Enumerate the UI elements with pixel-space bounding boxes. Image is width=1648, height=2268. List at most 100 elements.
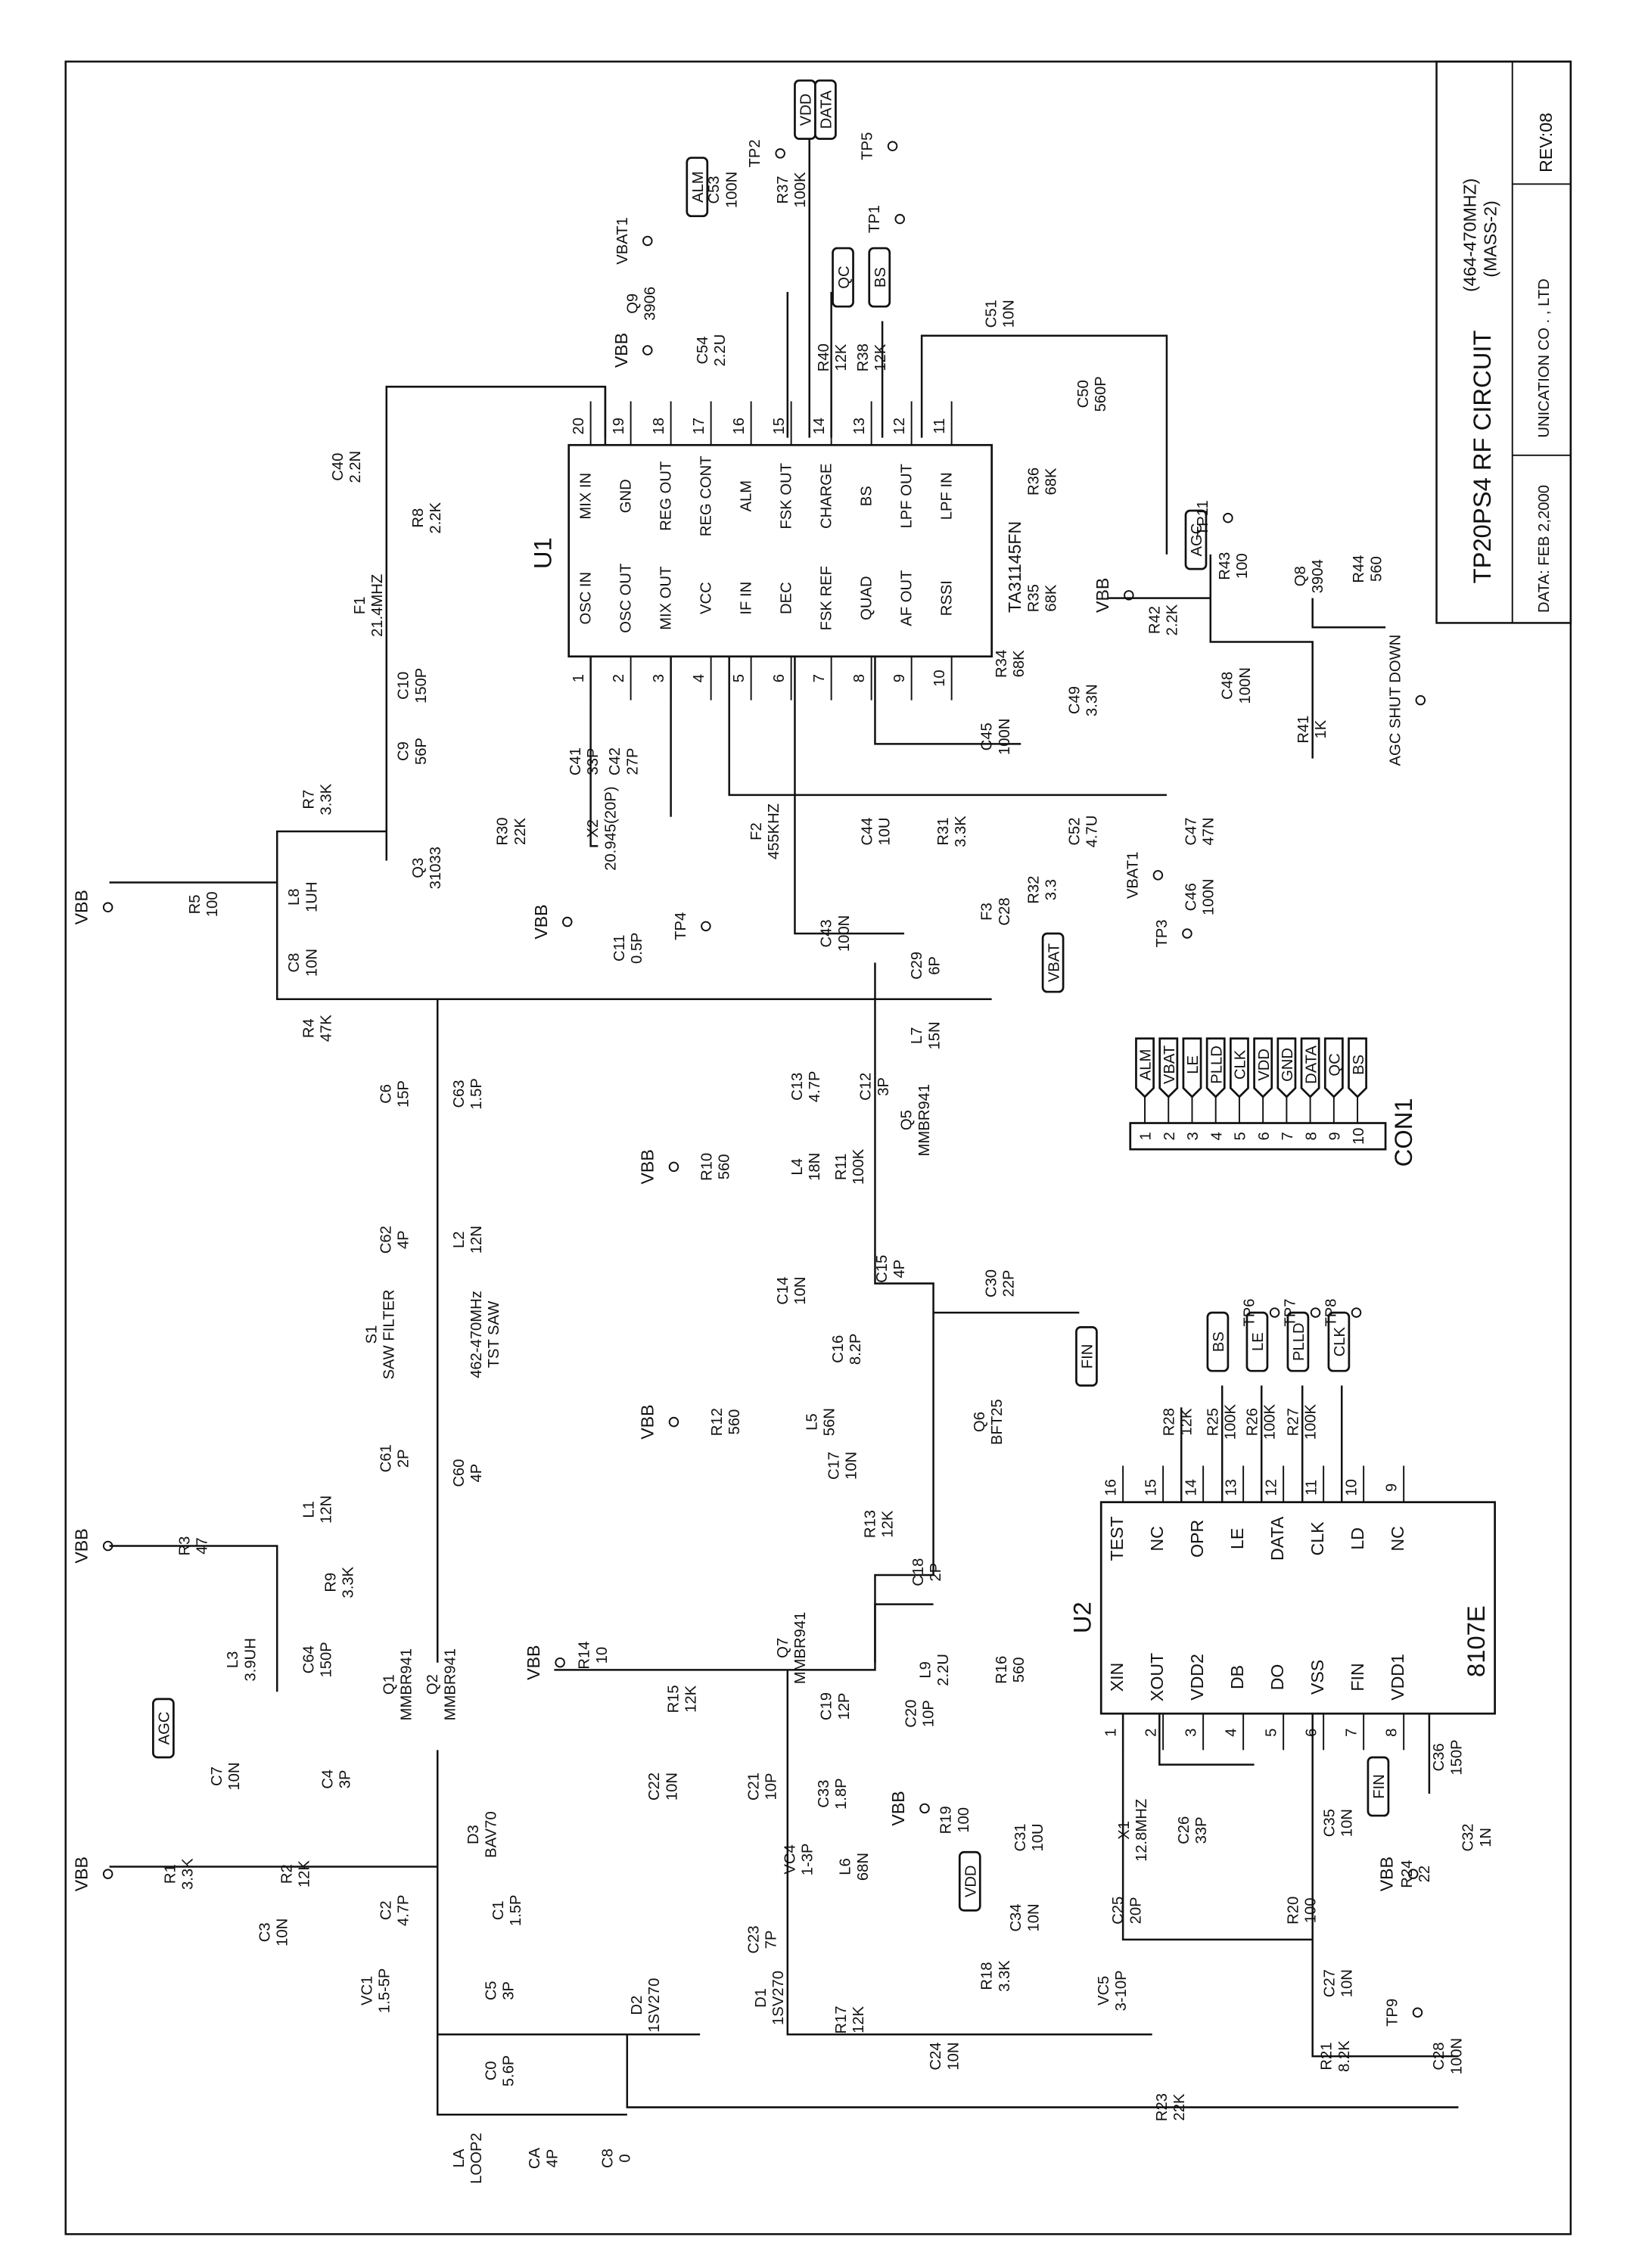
- component-value: 560: [726, 1409, 743, 1435]
- component-ref: C36: [1431, 1743, 1447, 1771]
- component-ref: C31: [1012, 1823, 1029, 1851]
- u1-pin-number: 7: [811, 674, 828, 682]
- component-ref: R31: [935, 818, 952, 846]
- component-ref: C29: [909, 952, 925, 980]
- component-value: 20P: [1127, 1897, 1144, 1924]
- drawing-frame: [64, 61, 1572, 2235]
- net-label-text: VDD: [962, 1865, 979, 1897]
- u2-pin-number: 8: [1384, 1729, 1401, 1737]
- component-value: 1.5P: [468, 1078, 485, 1110]
- component-ref: R35: [1025, 584, 1042, 612]
- net-name: VBB: [888, 1791, 908, 1825]
- component-value: MMBR941: [916, 1084, 933, 1157]
- u2-pin-name: XIN: [1107, 1663, 1127, 1692]
- component-value: MMBR941: [792, 1612, 809, 1685]
- u2-ref: U2: [1068, 1602, 1096, 1633]
- component-ref: R40: [816, 343, 832, 371]
- u2-pin-name: LE: [1227, 1528, 1247, 1549]
- component-ref: X1: [1116, 1821, 1133, 1840]
- net-label-plld: PLLD: [1286, 1311, 1310, 1372]
- component-ref: C52: [1066, 818, 1083, 846]
- component-ref: C40: [330, 453, 347, 481]
- net-tp8: TP8: [1323, 1299, 1362, 1327]
- u1-pin-number: 9: [891, 674, 908, 682]
- date: DATA: FEB 2,2000: [1536, 485, 1553, 613]
- net-flag: [1182, 1037, 1202, 1098]
- title-block: TP20PS4 RF CIRCUIT (464-470MHZ) (MASS-2)…: [1435, 61, 1572, 624]
- net-label-le: LE: [1245, 1311, 1269, 1372]
- u1-pin-number: 8: [851, 674, 868, 682]
- net-label-vdd: VDD: [958, 1850, 981, 1912]
- u1-pin-name: MIX OUT: [658, 567, 675, 630]
- component-value: 100N: [997, 719, 1013, 755]
- component-value: 4.7U: [1084, 816, 1100, 848]
- component-value: 10N: [1339, 1969, 1356, 1997]
- u2-pin-name: NC: [1147, 1526, 1167, 1551]
- component-ref: R26: [1244, 1408, 1261, 1436]
- component-value: 12K: [880, 1510, 897, 1537]
- u1-pin-name: VCC: [698, 582, 715, 614]
- component-value: 15N: [926, 1021, 943, 1049]
- net-tp7: TP7: [1283, 1299, 1321, 1327]
- u2-pin-number: 2: [1143, 1729, 1159, 1737]
- component-ref: R10: [699, 1153, 716, 1181]
- u2-pin-number: 12: [1264, 1479, 1280, 1496]
- net-flag: [1135, 1037, 1155, 1098]
- component-value: 150P: [1448, 1739, 1465, 1775]
- component-ref: C62: [378, 1226, 395, 1254]
- net-tp1: TP1: [866, 205, 905, 233]
- net-flag: [1276, 1037, 1297, 1098]
- component-value: 3-10P: [1113, 1970, 1130, 2011]
- net-name: TP4: [673, 912, 689, 940]
- component-value: 4.7P: [807, 1071, 823, 1103]
- con1-pin-number: 5: [1233, 1132, 1249, 1140]
- net-name: TP1: [866, 205, 883, 233]
- u2-pin-name: VDD2: [1187, 1654, 1207, 1701]
- net-label-alm: ALM: [686, 157, 709, 218]
- con1-pin-number: 6: [1256, 1132, 1273, 1140]
- u2-pin-number: 3: [1183, 1729, 1199, 1737]
- net-tp2: TP2: [747, 139, 785, 167]
- net-label-text: PLLD: [1291, 1322, 1308, 1361]
- component-value: 4P: [891, 1260, 908, 1278]
- component-ref: C51: [983, 300, 1000, 328]
- net-label-bs: BS: [868, 247, 891, 308]
- component-ref: C7: [209, 1766, 225, 1786]
- net-vbb: VBB: [1377, 1856, 1419, 1891]
- net-label-text: VDD: [798, 94, 815, 126]
- u2-pin-name: NC: [1388, 1526, 1407, 1551]
- component-value: MMBR941: [442, 1648, 459, 1721]
- u2-pin-number: 1: [1102, 1729, 1119, 1737]
- net-label-text: BS: [1211, 1331, 1227, 1352]
- component-ref: C19: [819, 1692, 835, 1720]
- component-value: 2.2K: [1164, 604, 1180, 635]
- component-value: 15P: [396, 1080, 412, 1108]
- component-ref: R1: [162, 1864, 179, 1884]
- component-value: 3.3N: [1084, 684, 1100, 716]
- component-ref: C34: [1008, 1903, 1025, 1931]
- component-ref: C46: [1183, 883, 1199, 911]
- component-value: 100: [1234, 553, 1251, 579]
- component-ref: C22: [646, 1772, 663, 1800]
- component-ref: C28: [1431, 2043, 1447, 2071]
